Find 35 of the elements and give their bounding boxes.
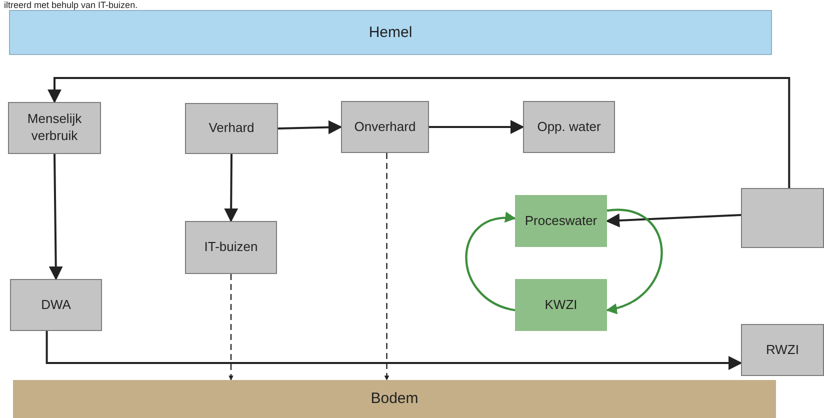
arrow xyxy=(228,274,234,380)
process-box xyxy=(185,103,278,154)
node-label: Verhard xyxy=(208,120,254,137)
process-box xyxy=(515,195,607,247)
node-label: Hemel xyxy=(368,22,412,42)
process-box xyxy=(341,101,429,153)
arrow xyxy=(384,153,390,380)
process-box xyxy=(523,101,615,153)
node-label: Bodem xyxy=(370,389,418,409)
process-box xyxy=(741,324,824,376)
arrow xyxy=(48,154,63,280)
process-box xyxy=(515,279,607,331)
process-box xyxy=(741,188,824,248)
process-box xyxy=(10,279,102,331)
arrow xyxy=(278,120,342,134)
process-box xyxy=(185,221,277,274)
heading-fragment: iltreerd met behulp van IT-buizen. xyxy=(4,0,138,10)
node-label: Onverhard xyxy=(354,118,416,136)
node-label: Proceswater xyxy=(524,212,598,230)
node-label: KWZI xyxy=(544,296,578,314)
sky-band xyxy=(9,10,772,55)
arrow xyxy=(465,212,516,312)
arrow xyxy=(48,77,790,188)
arrow xyxy=(46,331,742,370)
node-label: Menselijk verbruik xyxy=(26,111,83,145)
soil-band xyxy=(13,380,776,418)
arrow xyxy=(224,154,238,222)
node-label: Opp. water xyxy=(537,118,601,136)
arrow xyxy=(429,120,524,134)
node-label: DWA xyxy=(41,296,71,314)
node-label: IT-buizen xyxy=(204,239,258,256)
arrow xyxy=(606,209,663,314)
arrow xyxy=(606,213,742,228)
process-box xyxy=(8,102,101,154)
node-label: RWZI xyxy=(766,342,799,358)
